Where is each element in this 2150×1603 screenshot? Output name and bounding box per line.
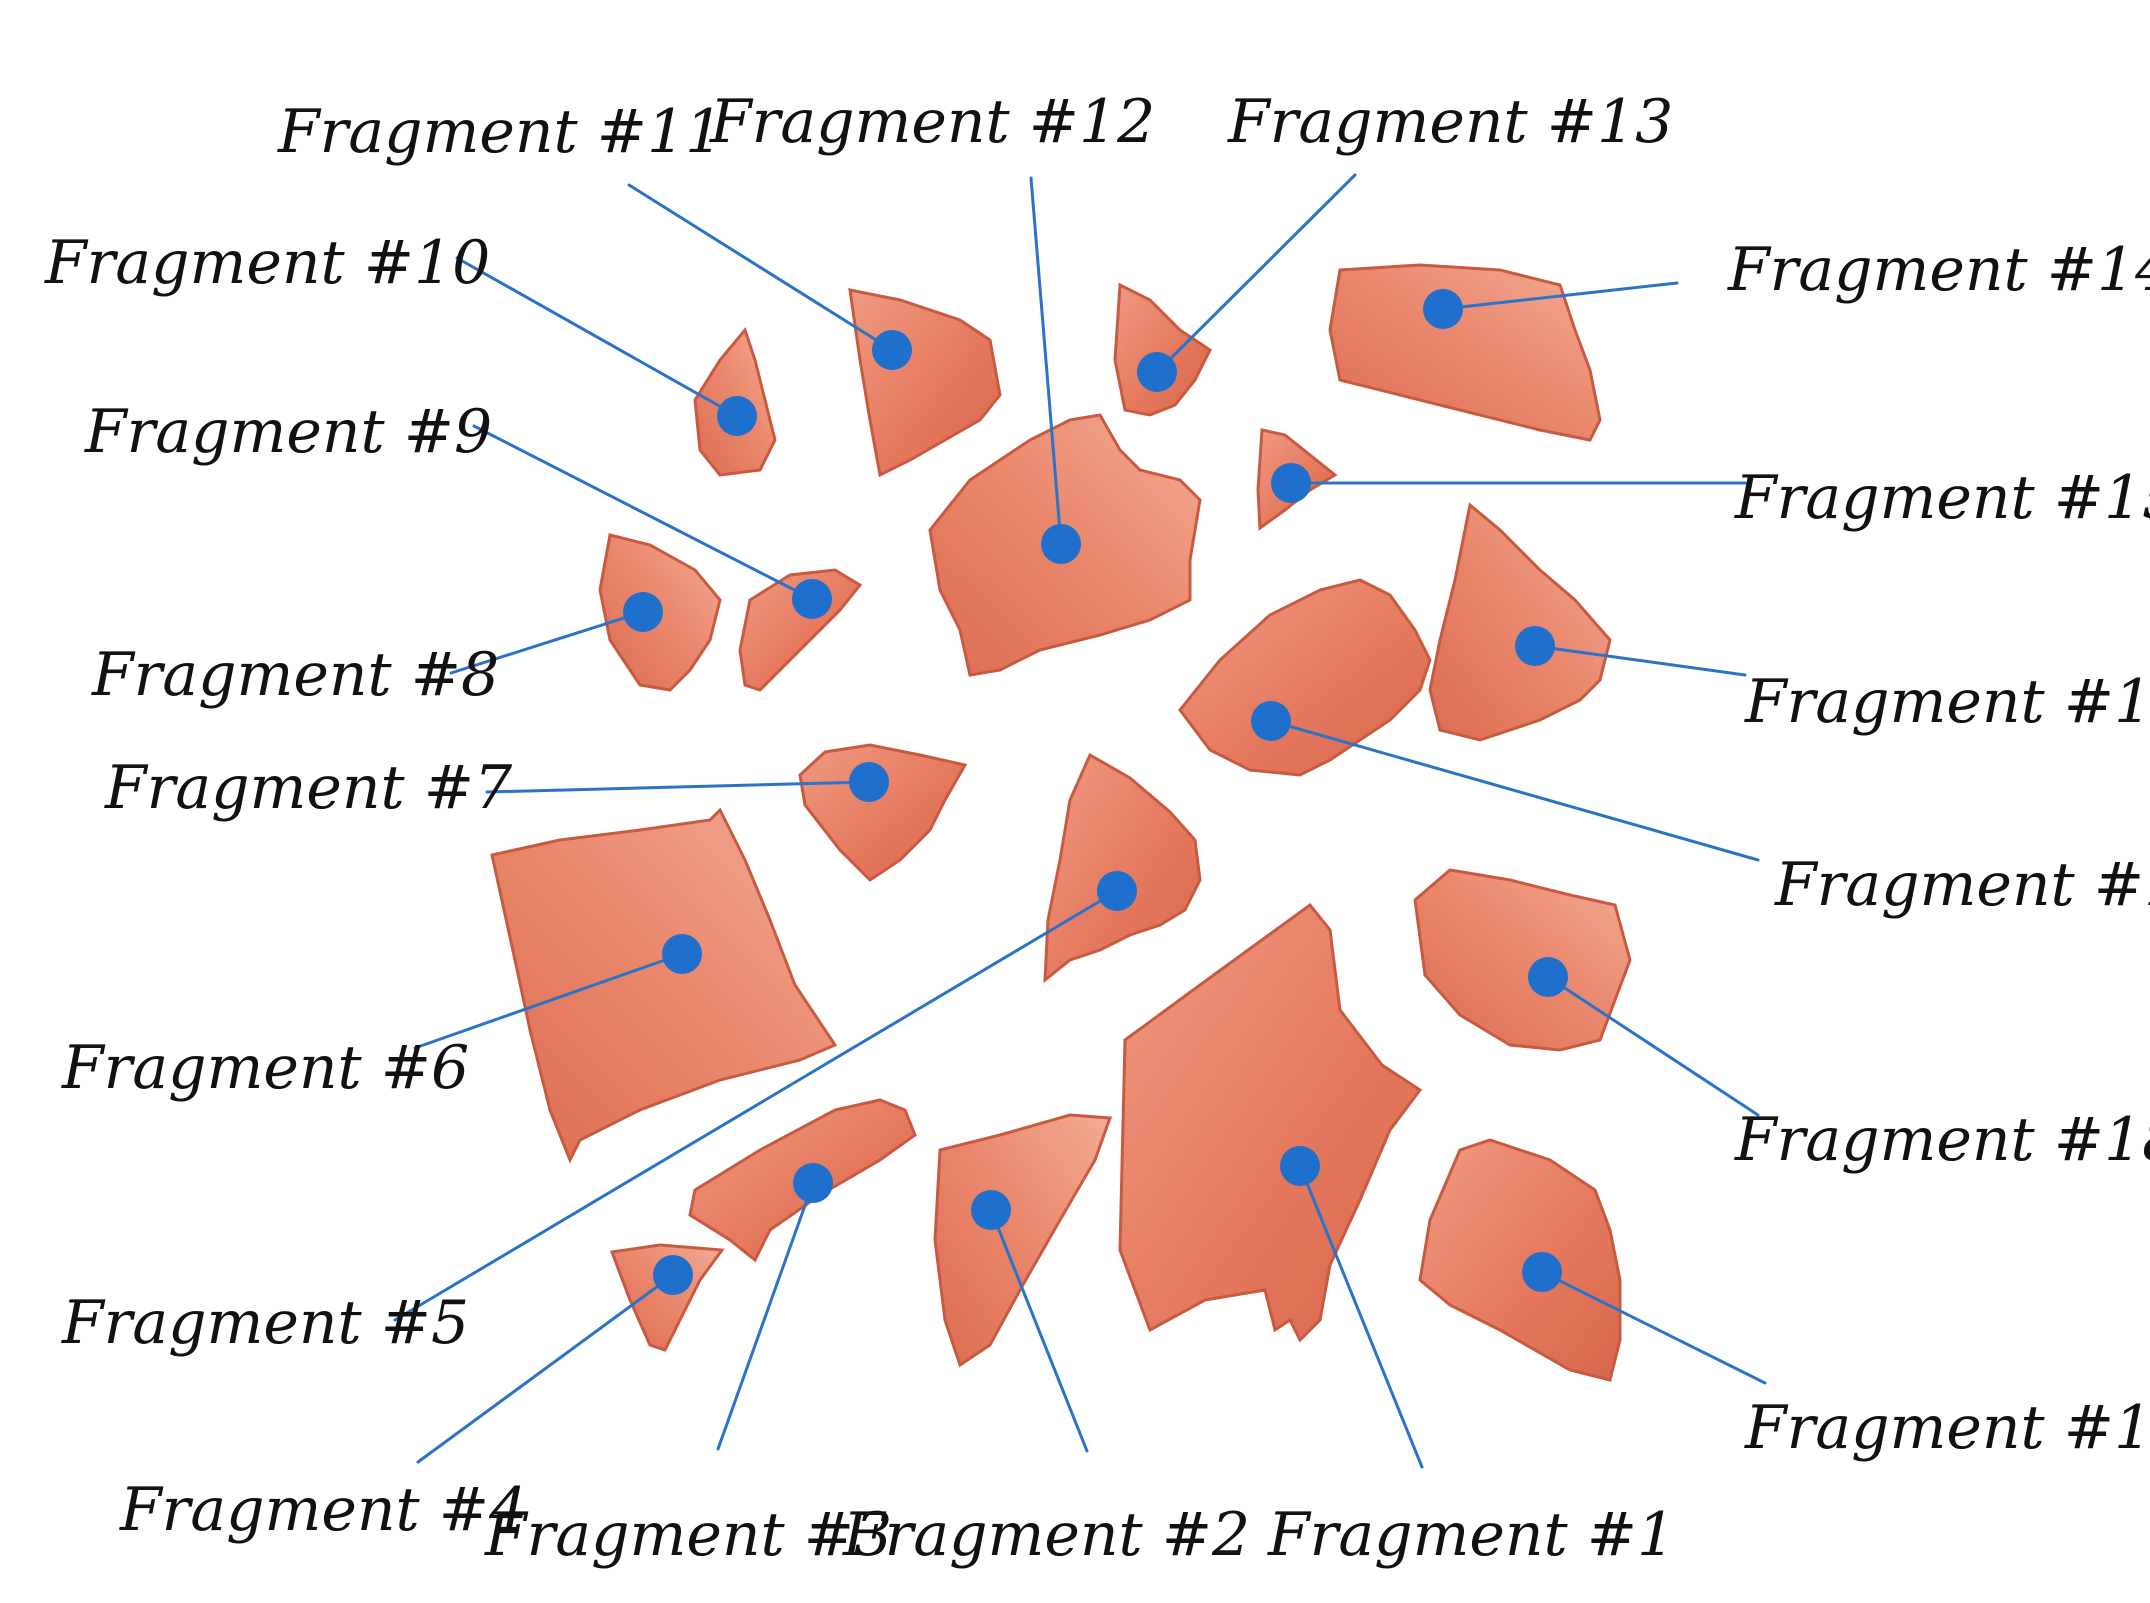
fragment-labels: Fragment #1 Fragment #2 Fragment #3 Frag… (44, 87, 2150, 1570)
label-fragment-12: Fragment #12 (709, 87, 1155, 157)
marker-dot-1 (1280, 1146, 1320, 1186)
label-fragment-8: Fragment #8 (91, 640, 499, 710)
leader-line-4 (416, 1273, 675, 1464)
marker-dot-8 (623, 592, 663, 632)
marker-dot-6 (662, 934, 702, 974)
fragment-4-shape (609, 1243, 725, 1352)
label-fragment-6: Fragment #6 (61, 1033, 469, 1103)
marker-dot-5 (1097, 871, 1137, 911)
marker-dot-16 (1515, 626, 1555, 666)
leader-line-10 (455, 256, 739, 418)
fragment-13-shape (1113, 282, 1212, 417)
label-fragment-11: Fragment #11 (277, 97, 723, 167)
fragment-16-shape (1428, 502, 1612, 742)
marker-dot-11 (872, 330, 912, 370)
leader-line-7 (485, 780, 871, 794)
fragment-19-shape (1418, 1138, 1622, 1382)
leader-line-17 (1269, 719, 1760, 862)
fragment-11-shape (848, 288, 1002, 478)
marker-dot-4 (653, 1255, 693, 1295)
marker-dot-19 (1522, 1252, 1562, 1292)
leader-line-6 (413, 952, 684, 1050)
leader-lines (393, 173, 1767, 1469)
leader-line-14 (1441, 281, 1679, 311)
leader-line-18 (1546, 975, 1760, 1117)
label-fragment-4: Fragment #4 (119, 1475, 527, 1545)
label-fragment-3: Fragment #3 (484, 1500, 892, 1570)
leader-line-11 (627, 183, 894, 352)
label-fragment-16: Fragment #16 (1744, 667, 2150, 737)
marker-dot-9 (792, 579, 832, 619)
fragment-7-shape (798, 743, 968, 882)
leader-line-16 (1533, 644, 1747, 677)
fragment-2-shape (933, 1113, 1113, 1368)
label-fragment-19: Fragment #19 (1744, 1393, 2150, 1463)
label-fragment-10: Fragment #10 (44, 228, 490, 298)
marker-dot-2 (971, 1190, 1011, 1230)
label-fragment-9: Fragment #9 (84, 397, 492, 467)
leader-line-3 (716, 1181, 815, 1451)
leader-line-12 (1029, 176, 1063, 546)
fragments-layer (490, 263, 1632, 1382)
leader-line-19 (1540, 1270, 1767, 1385)
marker-dot-15 (1271, 463, 1311, 503)
leader-line-9 (472, 424, 814, 601)
fragment-18-shape (1413, 868, 1632, 1052)
label-fragment-17: Fragment #17 (1774, 850, 2150, 920)
label-fragment-5: Fragment #5 (61, 1288, 469, 1358)
fragment-17-shape (1178, 578, 1432, 777)
leader-line-2 (989, 1208, 1089, 1453)
leader-line-13 (1155, 173, 1357, 374)
fragment-5-shape (1043, 752, 1202, 984)
marker-dot-14 (1423, 289, 1463, 329)
leader-line-5 (393, 889, 1119, 1322)
fragment-6-shape (490, 807, 838, 1164)
marker-dot-7 (849, 762, 889, 802)
markers (623, 289, 1568, 1295)
marker-dot-18 (1528, 957, 1568, 997)
label-fragment-1: Fragment #1 (1267, 1500, 1675, 1570)
leader-line-1 (1298, 1164, 1424, 1469)
label-fragment-14: Fragment #14 (1727, 235, 2150, 305)
label-fragment-13: Fragment #13 (1227, 87, 1673, 157)
marker-dot-10 (717, 396, 757, 436)
label-fragment-2: Fragment #2 (842, 1500, 1250, 1570)
label-fragment-15: Fragment #15 (1734, 463, 2150, 533)
label-fragment-18: Fragment #18 (1734, 1105, 2150, 1175)
fragment-1-shape (1118, 902, 1423, 1343)
marker-dot-12 (1041, 524, 1081, 564)
marker-dot-17 (1251, 701, 1291, 741)
marker-dot-13 (1137, 352, 1177, 392)
marker-dot-3 (793, 1163, 833, 1203)
label-fragment-7: Fragment #7 (104, 753, 513, 823)
fragment-14-shape (1328, 263, 1602, 442)
leader-line-8 (449, 610, 645, 675)
